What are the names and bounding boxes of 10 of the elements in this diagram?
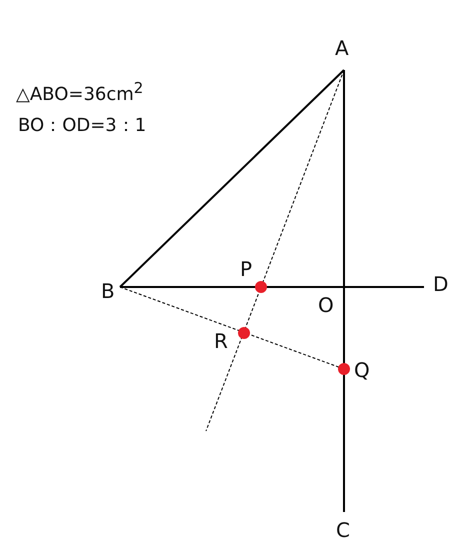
point-label: A [335, 38, 349, 58]
point-label: C [336, 520, 350, 540]
point-label: P [240, 259, 252, 279]
point-label: D [433, 274, 448, 294]
point-label: Q [354, 360, 370, 380]
ratio-note: BO：OD=3：1 [18, 117, 146, 135]
area-note: △ABO=36cm$^{2}$ [16, 81, 144, 104]
point-label: O [318, 295, 334, 315]
point-label: R [214, 331, 228, 351]
point-label: B [101, 281, 115, 301]
